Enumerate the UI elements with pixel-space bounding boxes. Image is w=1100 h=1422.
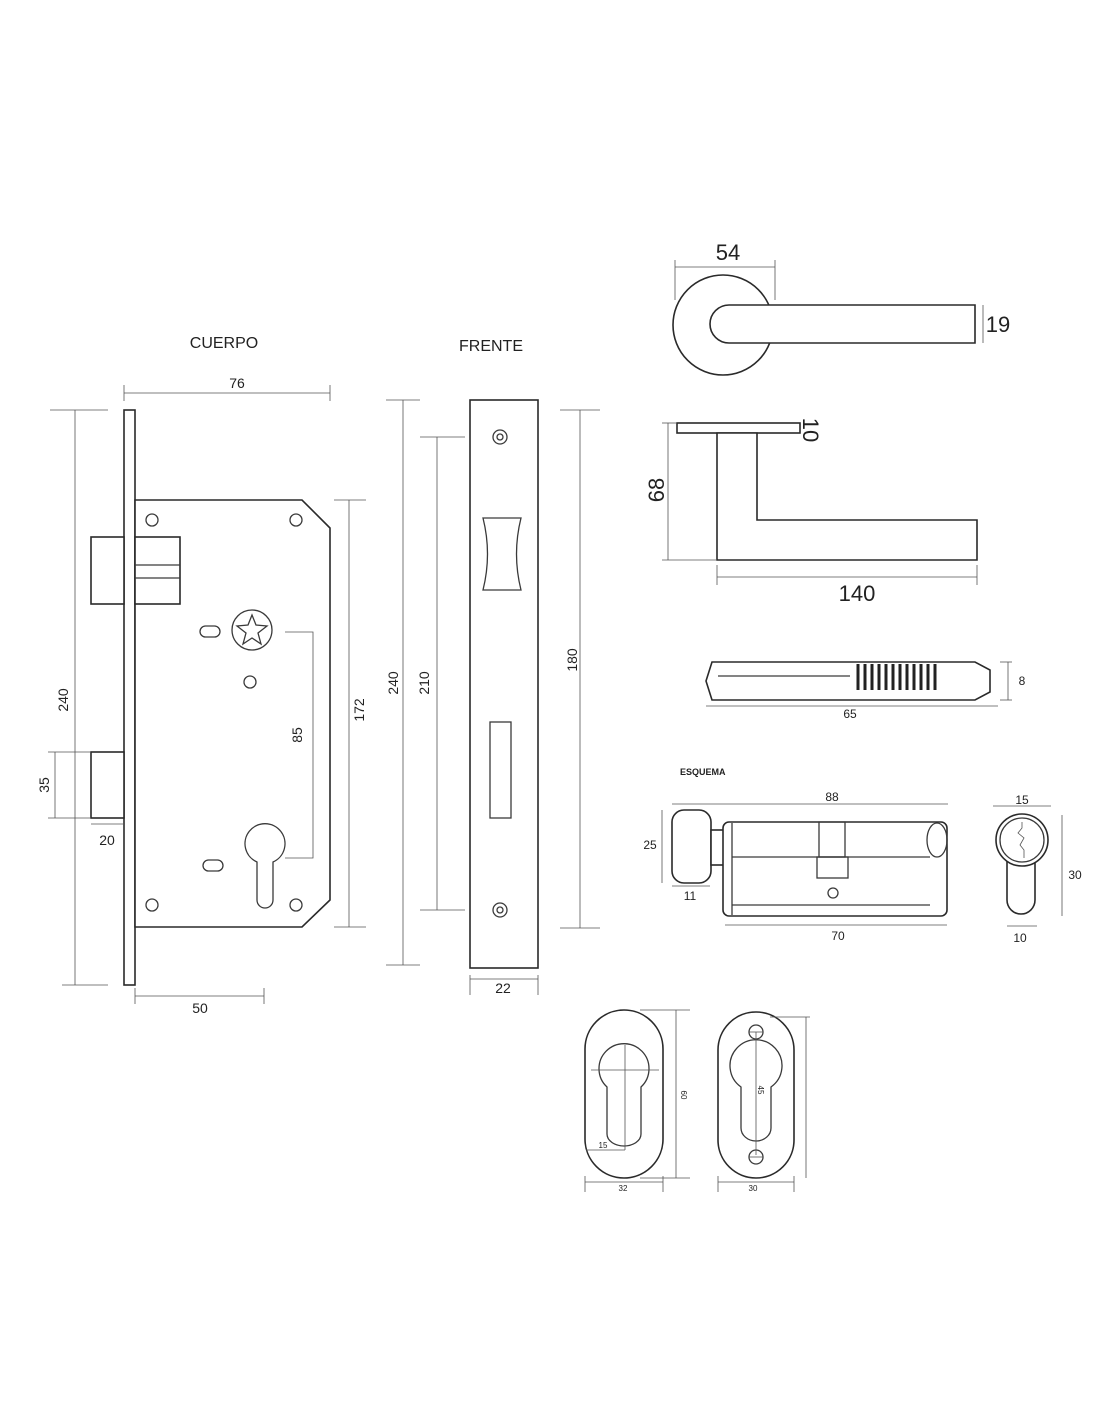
lock-case: [134, 499, 331, 928]
rose-plate: [676, 422, 801, 434]
keyway-icon: [926, 822, 948, 858]
lever-handle-front: 54 19: [672, 240, 1010, 376]
cylinder-view: ESQUEMA 88 25 11 70 15 30 10: [643, 767, 1082, 945]
esquema-title: ESQUEMA: [680, 767, 726, 777]
screw-hole: [145, 898, 159, 912]
cylinder-profile: [995, 813, 1049, 867]
grip-ridges: [856, 664, 937, 690]
dim-65: 65: [843, 707, 857, 721]
lever-side: [716, 432, 978, 561]
deadbolt: [90, 751, 125, 819]
dim-68: 68: [644, 478, 669, 502]
dim-240: 240: [55, 688, 71, 712]
key-view: 8 65: [705, 661, 1026, 721]
dim-10: 10: [798, 418, 823, 442]
cylinder-profile-tail: [1006, 857, 1036, 915]
dim-210: 210: [416, 671, 432, 695]
lever: [709, 304, 976, 344]
cylinder-body: [722, 821, 948, 917]
cylinder-hole: [244, 823, 286, 909]
latch-bolt: [90, 536, 125, 605]
dim-30: 30: [1068, 868, 1082, 882]
dim-32: 32: [619, 1184, 628, 1193]
dim-88: 88: [825, 790, 839, 804]
dim-85: 85: [289, 727, 305, 743]
cylinder-cutout: [729, 1039, 783, 1142]
escutcheon-oval-b: 45 30: [717, 1011, 810, 1193]
dim-19: 19: [986, 312, 1010, 337]
follower-hub: [231, 609, 273, 651]
dim-20: 20: [99, 832, 115, 848]
dim-50: 50: [192, 1000, 208, 1016]
dim-76: 76: [229, 375, 245, 391]
dim-8: 8: [1019, 674, 1026, 688]
dim-10-profile: 10: [1013, 931, 1027, 945]
lever-handle-side: 68 140 10: [644, 418, 978, 606]
slot: [202, 859, 224, 872]
dim-45: 45: [756, 1086, 765, 1095]
dim-11: 11: [684, 889, 697, 903]
dim-172: 172: [351, 698, 367, 722]
dim-70: 70: [831, 929, 845, 943]
star-icon: [235, 613, 269, 646]
screw-hole: [289, 898, 303, 912]
dim-15-esc: 15: [599, 1141, 608, 1150]
dim-54: 54: [716, 240, 740, 265]
dim-30-esc: 30: [749, 1184, 758, 1193]
thumb-turn: [671, 809, 712, 884]
escutcheon-plate: [584, 1009, 664, 1179]
dim-15: 15: [1015, 793, 1029, 807]
dim-140: 140: [839, 581, 876, 606]
hole: [243, 675, 257, 689]
faceplate-view: FRENTE 240 210 180 22: [385, 338, 600, 996]
cuerpo-title: CUERPO: [190, 335, 258, 352]
front-plate: [469, 399, 539, 969]
latch-opening: [482, 517, 522, 591]
escutcheon-oval-a: 15 60 32: [584, 1009, 690, 1193]
faceplate: [123, 409, 136, 986]
cylinder-cutout: [598, 1043, 650, 1147]
latch-inner: [134, 536, 181, 605]
deadbolt-opening: [489, 721, 512, 819]
screw-hole: [289, 513, 303, 527]
screw-hole: [145, 513, 159, 527]
dim-35: 35: [36, 777, 52, 793]
dim-22: 22: [495, 980, 511, 996]
dim-60: 60: [679, 1091, 688, 1100]
dim-240-front: 240: [385, 671, 401, 695]
slot: [199, 625, 221, 638]
lock-body-view: CUERPO 76 240 35 20 50 172 85: [36, 335, 367, 1016]
dim-25: 25: [643, 838, 657, 852]
frente-title: FRENTE: [459, 338, 523, 355]
dim-180: 180: [564, 648, 580, 672]
key: [705, 661, 991, 701]
